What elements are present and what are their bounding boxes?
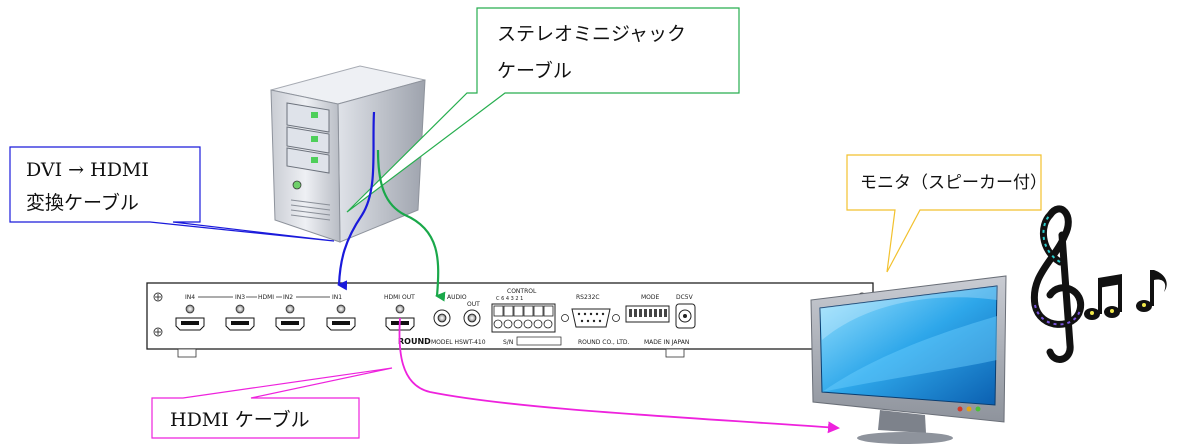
audio-in-jack <box>433 309 451 327</box>
serial-label: S/N <box>503 339 513 346</box>
dvi-cable-label-line2: 変換ケーブル <box>26 191 139 214</box>
port-label-hdmi-out: HDMI OUT <box>384 294 415 301</box>
model-label: MODEL HSWT-410 <box>431 339 486 346</box>
dvi-hdmi-cable <box>337 111 376 291</box>
port-label-in2: IN2 <box>283 294 293 301</box>
hdmi-port-in1 <box>326 304 356 331</box>
port-label-in4: IN4 <box>185 294 195 301</box>
hdmi-port-in2 <box>275 304 305 331</box>
mode-label: MODE <box>641 294 660 301</box>
mode-dip-switch <box>625 305 670 323</box>
maker-label: ROUND CO., LTD. <box>578 339 629 346</box>
stereo-mini-jack-cable <box>376 149 446 302</box>
stereo-cable-label-line2: ケーブル <box>497 59 572 82</box>
dc-power-jack <box>675 303 696 329</box>
monitor-callout: モニタ（スピーカー付） <box>846 154 1047 273</box>
monitor-icon <box>810 275 1007 444</box>
rs232c-label: RS232C <box>576 294 600 301</box>
rs232c-port <box>561 308 620 328</box>
control-label: CONTROL <box>507 288 537 295</box>
brand-logo: ROUND <box>398 337 431 346</box>
hdmi-port-in4 <box>175 304 205 331</box>
port-label-in3: IN3 <box>235 294 245 301</box>
dvi-cable-label-line1: DVI → HDMI <box>26 159 149 181</box>
control-terminal <box>491 303 556 333</box>
hdmi-group-label: HDMI <box>258 294 274 301</box>
port-label-in1: IN1 <box>332 294 342 301</box>
stereo-cable-label-line1: ステレオミニジャック <box>497 23 686 45</box>
hdmi-cable-label: HDMI ケーブル <box>170 408 310 431</box>
monitor-label: モニタ（スピーカー付） <box>860 173 1047 193</box>
hdmi-cable <box>398 317 840 434</box>
audio-label: AUDIO <box>447 294 467 301</box>
hdmi-port-in3 <box>225 304 255 331</box>
audio-out-jack <box>463 309 481 327</box>
stereo-cable-callout: ステレオミニジャック ケーブル <box>346 7 740 213</box>
dc5v-label: DC5V <box>676 294 694 301</box>
hdmi-switcher-panel: IN4 IN3 HDMI IN2 IN1 HDMI OUT AUDIO OUT … <box>146 282 874 358</box>
hdmi-cable-callout: HDMI ケーブル <box>151 367 393 439</box>
audio-out-label: OUT <box>467 301 480 308</box>
music-notes-icon <box>1030 205 1167 363</box>
dvi-cable-callout: DVI → HDMI 変換ケーブル <box>9 146 335 242</box>
control-pins-label: C 6 4 3 2 1 <box>496 296 523 302</box>
origin-label: MADE IN JAPAN <box>644 339 689 346</box>
pc-tower-icon <box>270 65 426 243</box>
